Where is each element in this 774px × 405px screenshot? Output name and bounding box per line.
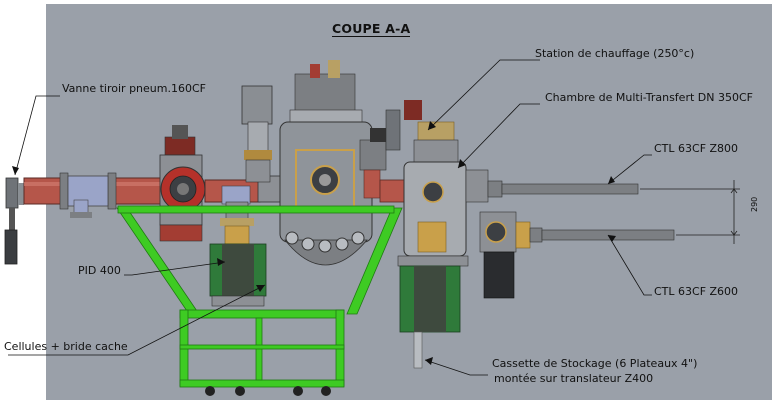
- left-gate-valve: [4, 177, 24, 265]
- multi-transfer-chamber: [385, 100, 469, 369]
- section-title: COUPE A-A: [332, 21, 411, 37]
- label-pid-400: PID 400: [78, 264, 121, 277]
- label-cellules: Cellules + bride cache: [4, 340, 128, 353]
- label-chambre-transfert: Chambre de Multi-Transfert DN 350CF: [545, 91, 753, 104]
- label-cassette-line2: montée sur translateur Z400: [494, 372, 654, 385]
- ctl-z800-rod: [487, 180, 639, 198]
- right-side-valves: [465, 169, 531, 299]
- dimension-line: [640, 180, 740, 244]
- load-lock-column: [241, 85, 273, 183]
- label-ctl-z600: CTL 63CF Z600: [654, 285, 739, 298]
- label-ctl-z800: CTL 63CF Z800: [654, 142, 739, 155]
- callout-arrowheads: [12, 121, 616, 365]
- frame-casters: [205, 386, 331, 396]
- ctl-z600-rod: [529, 227, 675, 243]
- label-cassette-line1: Cassette de Stockage (6 Plateaux 4"): [492, 357, 698, 370]
- label-vanne-tiroir: Vanne tiroir pneum.160CF: [62, 82, 206, 95]
- support-frame: [116, 205, 403, 388]
- callout-leaders: [8, 59, 652, 376]
- dimension-value: 290: [750, 196, 759, 212]
- transfer-pipe: [379, 179, 407, 203]
- label-station-chauffage: Station de chauffage (250°c): [535, 47, 695, 60]
